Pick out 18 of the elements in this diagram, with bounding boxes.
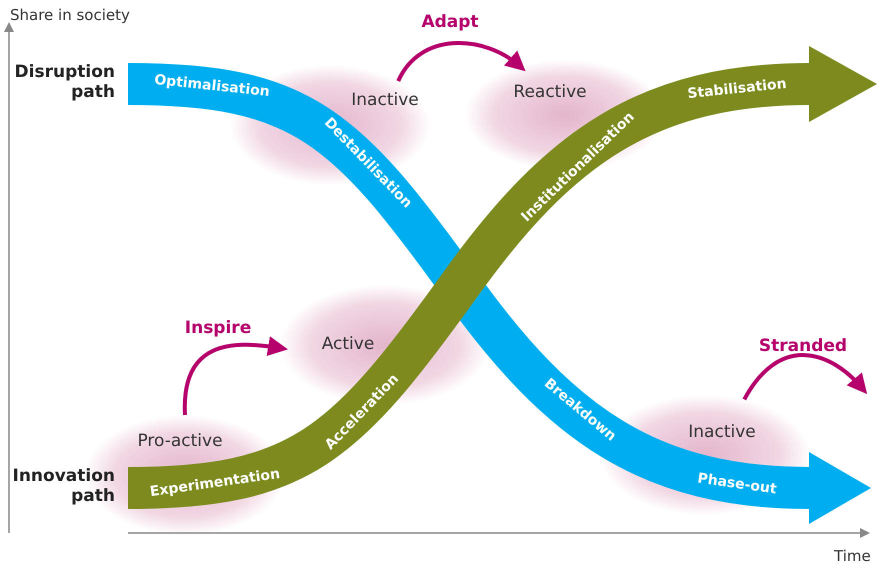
phase-label: Stabilisation [686,76,788,102]
edge-label: Adapt [421,12,479,32]
edge-label: Inspire [184,318,252,338]
curved-arrow [742,353,868,400]
edge-label: Stranded [758,336,848,356]
stage-label: Inactive [688,422,756,442]
curved-arrow [183,336,288,416]
stage-label: Inactive [351,90,419,110]
stage-label: Active [322,334,374,354]
phase-label: Optimalisation [154,72,270,100]
axis-label: Time [834,547,871,565]
curved-arrow [396,41,526,82]
phase-label: Phase-out [696,470,778,498]
path-title: Innovation path [12,466,115,506]
stage-label: Reactive [513,82,587,102]
path-title: Disruption path [14,62,115,102]
axis-label: Share in society [10,6,130,24]
stage-label: Pro-active [137,431,223,451]
